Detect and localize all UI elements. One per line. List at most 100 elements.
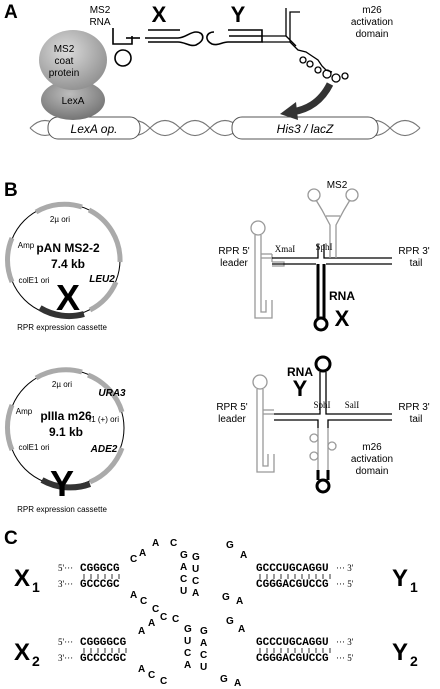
rna-x-label-1: X [335,306,350,331]
plasmid2-f1: f1 (+) ori [89,415,119,424]
plasmid2-marker2: ADE2 [90,444,118,455]
leader-1-line2: leader [220,258,248,269]
plasmid1-leu2-arc [87,207,123,263]
reporter-gene-label: His3 / lacZ [277,122,334,136]
pair2-y-bot-suffix: ··· 5' [336,653,354,663]
tail-1-line2: tail [410,258,423,269]
pair2-x-top: CGGGGCG [80,637,127,649]
tail-2-line2: tail [410,414,423,425]
pair2-x-top-prefix: 5'··· [58,637,73,647]
pair2-y-basepairs [259,648,331,653]
plasmid1-name: pAN MS2-2 [36,241,100,255]
p1-nt9: A [180,562,187,573]
ms2-hairpin-1 [307,188,359,258]
pair1-x-sub: 1 [32,579,40,595]
plasmid1-ori: 2µ ori [50,215,70,224]
plasmid2-insert: Y [50,463,74,504]
p2-nt11: A [184,660,191,671]
rna-label-1: RNA [329,289,355,303]
plasmid1-cassette: RPR expression cassette [17,323,107,332]
p2-nt19: A [234,678,241,689]
plasmid2-ade2-arc [88,447,125,485]
p2-nt1: A [138,626,145,637]
plasmid1-leu2-arc2 [88,280,119,313]
plasmid2-marker1: URA3 [98,388,126,399]
m26-domain-2 [309,428,337,470]
rna-construct-2: RNA Y SphI SalI RPR 5' leader RPR 3' tai… [216,355,430,494]
p2-nt12: G [200,626,208,637]
pair2-x-basepairs [83,648,127,653]
pair2-y-bot: CGGGACGUCCG [256,653,329,665]
lexa-operator-label: LexA op. [71,122,118,136]
plasmid-pan-ms2: 2µ ori Amp colE1 ori pAN MS2-2 7.4 kb LE… [5,201,123,332]
pair2-x-sub: 2 [32,653,40,669]
panel-b: B 2µ ori Amp colE1 ori pAN MS2-2 7.4 kb … [4,180,430,514]
p2-nt7: C [160,676,167,687]
pair1-x-top: CGGGCG [80,563,120,575]
plasmid2-ori: 2µ ori [52,380,72,389]
p1-nt19: A [236,596,243,607]
rna-y-hairpin-2 [314,355,332,373]
pair1-x-top-prefix: 5'··· [58,563,73,573]
sali-label: SalI [345,400,360,410]
reporter-gene-box [231,116,379,140]
pair1-y-basepairs [259,574,331,579]
ms2-label-1: MS2 [327,180,348,191]
rpr-leader-2 [252,374,275,473]
pair2-x-bot-prefix: 3'··· [58,653,73,663]
plasmid1-marker: LEU2 [89,274,115,285]
ms2-rna-line2: RNA [89,17,110,28]
plasmid2-cole1: colE1 ori [18,443,49,452]
lexa-label: LexA [62,96,85,107]
rpr-leader-1 [250,220,285,319]
pair1-x: X [14,565,30,592]
panel-a-y: Y [231,2,246,27]
plasmid2-size: 9.1 kb [49,425,83,439]
p1-nt13: U [192,564,199,575]
pair2-x: X [14,639,30,666]
p1-nt15: A [192,588,199,599]
activation-2-line3: domain [356,466,389,477]
plasmid2-ura3-arc [87,372,125,413]
plasmid-piiia-m26: 2µ ori URA3 f1 (+) ori Amp colE1 ori pII… [4,367,126,514]
activation-line1: m26 [362,5,382,16]
activation-line3: domain [356,29,389,40]
p2-nt17: A [238,624,245,635]
p1-nt5: A [130,590,137,601]
pair2-x-bot: GCCCCGC [80,653,127,665]
panel-a-label: A [4,2,18,23]
pair1-y-top: GCCCUGCAGGU [256,563,329,575]
p1-nt2: A [139,548,146,559]
p1-nt1: A [152,538,159,549]
p2-nt9: U [184,636,191,647]
p1-nt16: G [226,540,234,551]
leader-2-line1: RPR 5' [216,402,247,413]
p2-nt4: C [172,614,179,625]
activation-arrow [291,82,334,116]
pair-2: X 2 5'··· CGGGGCG 3'··· GCCCCGC A A C C … [14,612,418,689]
plasmid2-cassette: RPR expression cassette [17,505,107,514]
pair2-y-sub: 2 [410,653,418,669]
rna-y-label-2: Y [293,376,308,401]
xmai-label: XmaI [275,244,296,254]
rpr-backbone-2 [274,372,392,428]
tail-1-line1: RPR 3' [398,246,429,257]
plasmid1-amp-arc [5,237,15,283]
ms2-coat-protein [39,30,107,90]
p2-nt5: A [138,664,145,675]
p1-nt7: C [152,604,159,615]
pair1-x-basepairs [83,574,120,579]
plasmid2-2u-arc [34,367,83,381]
pair1-y-top-suffix: ··· 3' [336,563,354,573]
p2-nt6: C [148,670,155,681]
plasmid1-insert: X [56,277,80,318]
p2-nt8: G [184,624,192,635]
panel-c: C X 1 5'··· CGGGCG 3'··· GCCCGC A A C C … [4,528,418,689]
activation-2-line1: m26 [362,442,382,453]
panel-a-x: X [152,2,167,27]
rna-construct-1: MS2 XmaI SphI RPR 5' leader RPR 3' tail … [218,180,430,332]
activation-2-line2: activation [351,454,393,465]
panel-a: A LexA op. His3 / lacZ LexA MS2 coat pro… [4,2,421,140]
sphi-label-2: SphI [313,400,330,410]
lexa-protein [41,80,105,120]
